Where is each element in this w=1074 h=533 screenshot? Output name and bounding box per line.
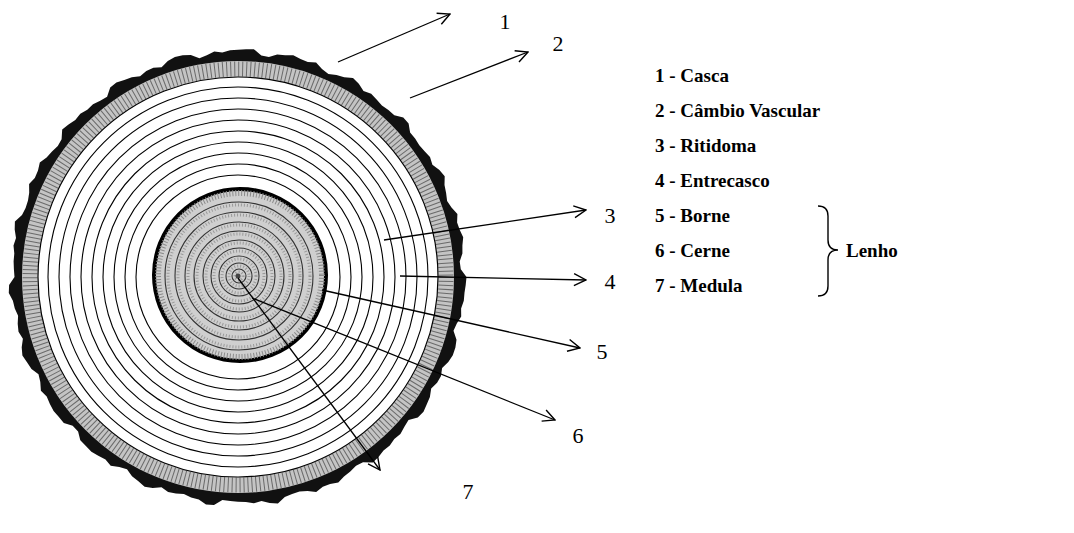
growth-ring <box>70 109 406 445</box>
leader-line <box>384 210 586 240</box>
pith <box>236 274 241 279</box>
growth-ring <box>194 231 284 321</box>
ring-texture <box>214 251 264 301</box>
callout-number: 3 <box>605 205 616 227</box>
growth-ring <box>211 248 267 304</box>
growth-ring <box>203 240 275 312</box>
legend-item: 3 - Ritidoma <box>655 136 756 155</box>
callout-number: 7 <box>463 481 474 503</box>
leader-line <box>322 290 580 348</box>
growth-ring <box>136 175 340 379</box>
ring-texture <box>168 205 310 347</box>
cambium-hatching <box>30 69 446 485</box>
legend-item: 1 - Casca <box>655 66 729 85</box>
ring-texture <box>178 215 300 337</box>
leader-line <box>400 276 586 280</box>
leader-line <box>338 14 450 62</box>
growth-ring <box>226 263 252 289</box>
leader-lines <box>238 14 586 470</box>
ring-texture <box>188 225 290 327</box>
bracket <box>818 206 838 296</box>
legend-item: 7 - Medula <box>655 276 743 295</box>
heartwood-texture <box>158 193 322 357</box>
growth-ring <box>114 153 362 401</box>
growth-ring <box>48 87 428 467</box>
callout-number: 5 <box>597 341 608 363</box>
ring-texture <box>229 266 249 286</box>
callout-number: 2 <box>553 33 564 55</box>
ring-texture <box>206 243 272 309</box>
trunk-cross-section <box>9 49 467 505</box>
growth-ring <box>175 212 303 340</box>
growth-ring <box>81 120 395 434</box>
growth-ring <box>92 131 384 423</box>
legend-item: 6 - Cerne <box>655 241 730 260</box>
legend-item: 4 - Entrecasco <box>655 171 770 190</box>
heartwood <box>154 189 326 361</box>
cambium-band <box>30 69 446 485</box>
callout-number: 1 <box>500 11 511 33</box>
legend-item: 5 - Borne <box>655 206 730 225</box>
bark <box>9 49 467 505</box>
growth-ring <box>165 202 313 350</box>
growth-ring <box>38 77 438 477</box>
ring-texture <box>197 234 281 318</box>
callout-number: 4 <box>605 271 616 293</box>
callout-number: 6 <box>573 425 584 447</box>
growth-ring <box>219 256 259 296</box>
ring-texture <box>222 259 256 293</box>
growth-ring <box>125 164 351 390</box>
growth-ring <box>103 142 373 412</box>
legend-item: 2 - Câmbio Vascular <box>655 101 820 120</box>
growth-ring <box>59 98 417 456</box>
leader-line <box>410 52 528 98</box>
leader-line <box>238 278 380 470</box>
growth-ring <box>232 269 246 283</box>
group-label: Lenho <box>846 241 898 260</box>
growth-ring <box>185 222 293 330</box>
